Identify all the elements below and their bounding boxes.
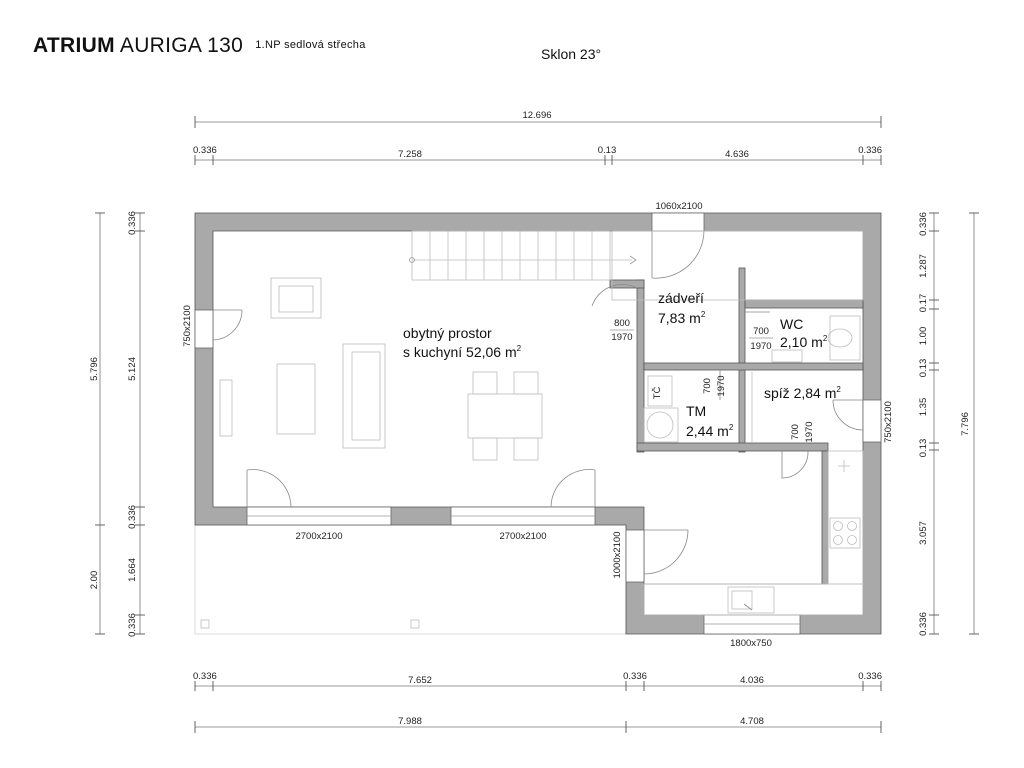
floor-subtitle: 1.NP sedlová střecha xyxy=(255,39,366,51)
dim-bottom-total-right: 4.708 xyxy=(740,716,764,727)
label-door-wc-width: 700 xyxy=(753,326,769,337)
dim-right-inner-7: 3.057 xyxy=(918,521,929,545)
room-wc-name: WC xyxy=(780,316,803,332)
dim-left-inner-1: 5.124 xyxy=(127,357,138,381)
dim-bottom-total-left: 7.988 xyxy=(398,716,422,727)
coffee-table xyxy=(276,363,316,435)
top-dimensions: 12.696 0.336 7.258 0.13 4.636 0.336 xyxy=(193,110,882,165)
room-pantry: spíž 2,84 m2 xyxy=(764,385,841,401)
toilet xyxy=(829,315,861,361)
dim-top-1: 7.258 xyxy=(398,149,422,160)
kitchen-door-opening xyxy=(625,529,645,583)
plan-title: ATRIUM AURIGA 130 1.NP sedlová střecha xyxy=(33,34,366,58)
door-swings xyxy=(212,230,864,575)
wc-basin xyxy=(771,349,803,363)
dim-left-inner-4: 0.336 xyxy=(127,613,138,637)
dim-bottom-0: 0.336 xyxy=(193,671,217,682)
label-door-tm-width: 700 xyxy=(702,378,713,394)
terrace xyxy=(194,524,627,635)
dim-top-3: 4.636 xyxy=(725,149,749,160)
dim-top-2: 0.13 xyxy=(598,145,617,156)
label-window-left: 750x2100 xyxy=(182,305,193,347)
label-kitchen-door: 1000x2100 xyxy=(612,531,623,578)
room-hall-area: 7,83 m2 xyxy=(658,310,706,326)
dim-right-inner-6: 0.13 xyxy=(918,439,929,458)
dim-right-inner-3: 1.00 xyxy=(918,327,929,346)
dim-bottom-4: 0.336 xyxy=(858,671,882,682)
roof-slope: Sklon 23° xyxy=(541,46,602,62)
dim-right-inner-0: 0.336 xyxy=(918,212,929,236)
room-tech-area: 2,44 m2 xyxy=(686,423,734,439)
cooktop xyxy=(829,517,861,549)
dining-table xyxy=(467,393,543,439)
kitchen-sink xyxy=(727,586,775,614)
model-name: AURIGA 130 xyxy=(119,34,244,57)
left-window-opening xyxy=(194,309,214,349)
brand-name: ATRIUM xyxy=(33,34,115,57)
dim-right-outer: 7.796 xyxy=(960,412,971,436)
dim-left-outer-1: 2.00 xyxy=(89,571,100,590)
dim-right-inner-5: 1.35 xyxy=(918,398,929,417)
dim-top-0: 0.336 xyxy=(193,145,217,156)
staircase xyxy=(409,230,864,301)
opening-labels: 1060x2100 750x2100 750x2100 2700x2100 27… xyxy=(182,201,894,649)
room-living-area: s kuchyní 52,06 m2 xyxy=(403,344,522,360)
label-door-wc-height: 1970 xyxy=(750,341,771,352)
label-door-tm-height: 1970 xyxy=(716,375,727,396)
label-door-pantry-width: 700 xyxy=(790,424,801,440)
bottom-dimensions: 0.336 7.652 0.336 4.036 0.336 7.988 4.70… xyxy=(193,671,882,733)
label-door-800-height: 1970 xyxy=(611,332,632,343)
dim-right-inner-8: 0.336 xyxy=(918,612,929,636)
dim-bottom-2: 0.336 xyxy=(623,671,647,682)
label-window-right: 750x2100 xyxy=(883,401,894,443)
heat-pump xyxy=(647,375,673,407)
room-labels: obytný prostor s kuchyní 52,06 m2 zádveř… xyxy=(403,290,841,439)
kitchen-window-opening xyxy=(703,614,801,635)
dim-left-inner-2: 0.336 xyxy=(127,505,138,529)
openings xyxy=(194,212,882,635)
label-door-800: 800 xyxy=(614,318,630,329)
dim-bottom-1: 7.652 xyxy=(408,675,432,686)
sofa xyxy=(342,343,386,449)
terrace-post xyxy=(200,619,210,629)
terrace-post xyxy=(410,619,420,629)
label-door-pantry-height: 1970 xyxy=(804,421,815,442)
right-window-opening xyxy=(862,399,882,443)
entry-door-opening xyxy=(651,212,705,232)
label-patio-right: 2700x2100 xyxy=(499,531,546,542)
boiler xyxy=(643,407,679,443)
kitchen-counter xyxy=(827,450,864,585)
dim-right-inner-4: 0.13 xyxy=(918,359,929,378)
dim-left-outer-0: 5.796 xyxy=(89,357,100,381)
dim-right-inner-1: 1.287 xyxy=(918,254,929,278)
dim-left-inner-0: 0.336 xyxy=(127,211,138,235)
dim-top-4: 0.336 xyxy=(858,145,882,156)
dim-right-inner-2: 0.17 xyxy=(918,294,929,313)
label-patio-left: 2700x2100 xyxy=(295,531,342,542)
room-hall-name: zádveří xyxy=(658,290,704,306)
dim-left-inner-3: 1.664 xyxy=(127,558,138,582)
armchair xyxy=(270,277,322,319)
room-tech-name: TM xyxy=(686,403,706,419)
room-living-name: obytný prostor xyxy=(403,325,492,341)
room-wc-area: 2,10 m2 xyxy=(780,334,828,350)
dim-bottom-3: 4.036 xyxy=(740,675,764,686)
left-dimensions: 5.796 2.00 0.336 5.124 0.336 1.664 0.336 xyxy=(89,211,145,637)
label-entry-door: 1060x2100 xyxy=(655,201,702,212)
dim-top-total: 12.696 xyxy=(522,110,551,121)
tv-cabinet xyxy=(219,379,233,437)
label-kitchen-window: 1800x750 xyxy=(730,638,772,649)
heat-pump-label: TČ xyxy=(652,387,663,400)
right-dimensions: 0.336 1.287 0.17 1.00 0.13 1.35 0.13 3.0… xyxy=(918,212,979,636)
furniture xyxy=(219,277,864,616)
